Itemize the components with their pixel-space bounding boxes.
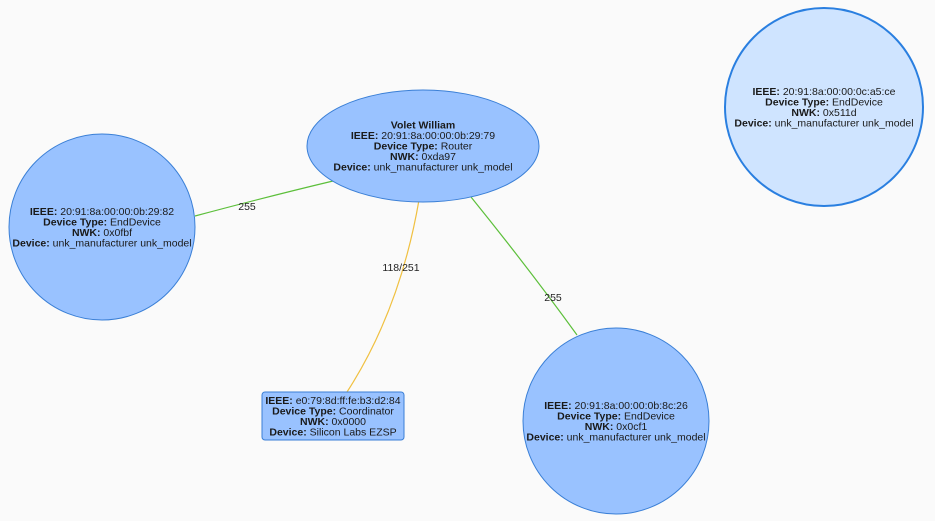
device-info-line: Device: unk_manufacturer unk_model [12, 237, 191, 249]
field-label: IEEE: [30, 206, 57, 218]
device-info-line: NWK: 0x0fbf [72, 227, 132, 239]
device-info-line: IEEE: 20:91:8a:00:00:0b:8c:26 [544, 400, 688, 412]
link-router-end2[interactable] [470, 196, 578, 336]
field-label: IEEE: [752, 86, 779, 98]
field-label: NWK: [390, 151, 419, 163]
field-value: 20:91:8a:00:00:0b:29:79 [378, 130, 495, 142]
device-node-shape[interactable] [306, 89, 540, 203]
device-info-line: Device Type: EndDevice [43, 216, 161, 228]
link-quality-label: 255 [544, 292, 562, 304]
field-value: 0x0fbf [101, 227, 133, 239]
field-value: e0:79:8d:ff:fe:b3:d2:84 [293, 395, 401, 407]
device-info-line: Device Type: Router [374, 141, 473, 153]
field-label: Device Type: [43, 216, 107, 228]
device-info-line: NWK: 0x0000 [300, 416, 366, 428]
field-label: Device: [526, 431, 563, 443]
field-value: Silicon Labs EZSP [307, 426, 397, 438]
device-info-line: Device Type: EndDevice [557, 410, 675, 422]
field-label: Device: [734, 117, 771, 129]
field-label: NWK: [585, 421, 614, 433]
link-quality-label: 255 [238, 201, 256, 213]
device-info-line: IEEE: e0:79:8d:ff:fe:b3:d2:84 [265, 395, 400, 407]
device-node-shape[interactable] [8, 133, 196, 321]
field-label: NWK: [791, 107, 820, 119]
device-info-line: Device: Silicon Labs EZSP [269, 426, 396, 438]
device-info-line: IEEE: 20:91:8a:00:00:0c:a5:ce [752, 86, 895, 98]
field-label: Device Type: [765, 96, 829, 108]
link-quality-label: 118/251 [382, 262, 419, 274]
device-info-line: NWK: 0xda97 [390, 151, 456, 163]
field-value: 0xda97 [419, 151, 457, 163]
device-info-line: Device: unk_manufacturer unk_model [526, 431, 705, 443]
link-router-end1[interactable] [194, 180, 334, 217]
field-label: Device Type: [557, 410, 621, 422]
field-value: EndDevice [621, 410, 675, 422]
field-value: unk_manufacturer unk_model [371, 162, 513, 174]
device-info-line: NWK: 0x511d [791, 107, 856, 119]
field-label: Device: [269, 426, 306, 438]
field-value: unk_manufacturer unk_model [564, 431, 706, 443]
field-value: 20:91:8a:00:00:0c:a5:ce [780, 86, 896, 98]
device-info-line: Device Type: Coordinator [272, 405, 394, 417]
field-label: Device Type: [272, 405, 336, 417]
field-label: Device Type: [374, 141, 438, 153]
field-value: EndDevice [829, 96, 883, 108]
device-info-line: Device: unk_manufacturer unk_model [734, 117, 913, 129]
device-info-line: Device: unk_manufacturer unk_model [333, 162, 512, 174]
field-label: IEEE: [351, 130, 378, 142]
field-value: 20:91:8a:00:00:0b:29:82 [57, 206, 174, 218]
device-node-shape[interactable] [522, 327, 710, 515]
field-value: 20:91:8a:00:00:0b:8c:26 [572, 400, 688, 412]
device-info-line: IEEE: 20:91:8a:00:00:0b:29:82 [30, 206, 174, 218]
link-router-coord[interactable] [346, 199, 420, 393]
field-label: Device: [12, 237, 49, 249]
field-value: EndDevice [107, 216, 161, 228]
links-layer: 255 118/251 255 [194, 180, 578, 393]
field-label: IEEE: [265, 395, 292, 407]
device-info-line: Device Type: EndDevice [765, 96, 883, 108]
field-value: 0x0cf1 [613, 421, 647, 433]
field-value: Coordinator [336, 405, 394, 417]
field-label: NWK: [300, 416, 329, 428]
device-node-shape[interactable] [261, 391, 405, 441]
device-info-line: Volet William [391, 120, 455, 132]
device-info-line: NWK: 0x0cf1 [585, 421, 648, 433]
field-value: 0x0000 [329, 416, 367, 428]
field-label: NWK: [72, 227, 101, 239]
device-node-shape[interactable] [724, 7, 924, 207]
field-label: Device: [333, 162, 370, 174]
field-value: unk_manufacturer unk_model [50, 237, 192, 249]
field-value: unk_manufacturer unk_model [772, 117, 914, 129]
field-value: 0x511d [820, 107, 857, 119]
device-name: Volet William [391, 120, 455, 132]
field-label: IEEE: [544, 400, 571, 412]
device-info-line: IEEE: 20:91:8a:00:00:0b:29:79 [351, 130, 495, 142]
field-value: Router [438, 141, 473, 153]
